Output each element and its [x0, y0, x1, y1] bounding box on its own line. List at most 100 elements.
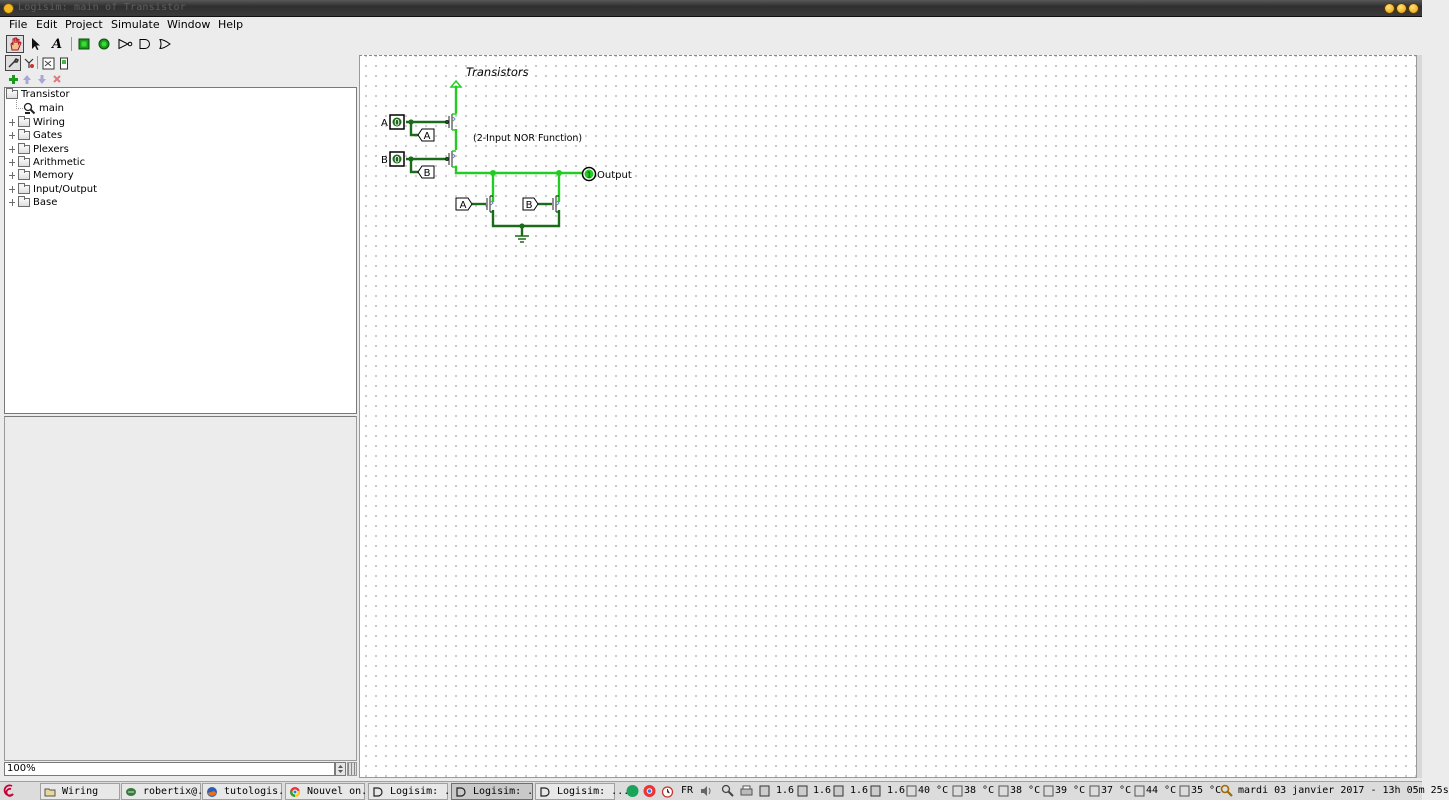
ground-icon[interactable]: [515, 235, 529, 243]
task-button[interactable]: tutologis...: [202, 783, 296, 800]
expand-icon[interactable]: [9, 199, 16, 206]
task-button-active[interactable]: Logisim: ...: [451, 783, 545, 800]
nmos-transistor-a[interactable]: [486, 195, 494, 213]
output-pin[interactable]: 1: [581, 166, 597, 182]
tree-item-main[interactable]: main: [23, 102, 64, 115]
temperature: 38 °C: [1010, 785, 1041, 796]
project-label: Transistor: [21, 89, 70, 100]
move-circuit-up-button[interactable]: [19, 71, 35, 87]
menu-edit[interactable]: Edit: [36, 18, 58, 31]
zoom-field[interactable]: 100%: [4, 762, 335, 776]
add-input-pin-button[interactable]: [76, 36, 92, 52]
folder-icon: [18, 156, 30, 167]
expand-icon[interactable]: [9, 172, 16, 179]
task-button[interactable]: Nouvel on...: [285, 783, 379, 800]
input-pin-b[interactable]: 0: [389, 151, 405, 167]
tree-item-arithmetic[interactable]: Arithmetic: [9, 156, 85, 169]
appearance-icon: [60, 57, 68, 69]
wire-high[interactable]: [454, 86, 588, 202]
terminal-icon: [126, 787, 136, 796]
expand-icon[interactable]: [9, 186, 16, 193]
logisim-icon: [540, 786, 550, 797]
folder-icon: [18, 116, 30, 127]
tree-item-input-output[interactable]: Input/Output: [9, 183, 97, 196]
svg-text:B: B: [424, 168, 431, 179]
magnifier-icon[interactable]: [1220, 784, 1233, 798]
tunnel-b-right[interactable]: B: [417, 165, 435, 179]
output-pin-icon: [98, 38, 110, 50]
tree-item-wiring[interactable]: Wiring: [9, 116, 65, 129]
add-not-gate-button[interactable]: [117, 36, 133, 52]
or-gate-icon: [159, 38, 171, 50]
toolbox-view-button[interactable]: [5, 55, 21, 71]
close-button[interactable]: [1408, 3, 1419, 14]
tree-item-project[interactable]: Transistor: [6, 88, 70, 101]
explorer-tree: Transistor main Wiring Gates Plexers Ari…: [4, 87, 357, 414]
svg-text:1: 1: [586, 171, 591, 180]
menu-simulate[interactable]: Simulate: [111, 18, 160, 31]
circuit-canvas[interactable]: 0 A 0 B A B A B 1 O: [359, 55, 1417, 778]
cpu-freq: 1.6: [887, 785, 906, 796]
tree-item-gates[interactable]: Gates: [9, 129, 62, 142]
minimize-button[interactable]: [1384, 3, 1395, 14]
add-and-gate-button[interactable]: [137, 36, 153, 52]
text-tool-button[interactable]: A: [51, 36, 63, 52]
remove-circuit-button[interactable]: [49, 71, 65, 87]
add-or-gate-button[interactable]: [157, 36, 173, 52]
taskbar: Wiring robertix@... tutologis... Nouvel …: [0, 781, 1449, 800]
task-button[interactable]: robertix@...: [121, 783, 215, 800]
simulation-view-button[interactable]: [21, 55, 37, 71]
debian-menu-icon[interactable]: [3, 783, 17, 799]
input-pin-a[interactable]: 0: [389, 114, 405, 130]
menu-project[interactable]: Project: [65, 18, 103, 31]
thermometer-icon: [1179, 785, 1190, 797]
menu-window[interactable]: Window: [167, 18, 211, 31]
pmos-transistor-b[interactable]: [445, 150, 457, 168]
poke-tool-button[interactable]: [6, 35, 24, 53]
edit-appearance-button[interactable]: [56, 55, 72, 71]
maximize-button[interactable]: [1396, 3, 1407, 14]
zoom-spinner[interactable]: [335, 762, 346, 776]
chrome-icon[interactable]: [643, 784, 656, 798]
move-circuit-down-button[interactable]: [34, 71, 50, 87]
printer-icon[interactable]: [740, 784, 753, 798]
cpu-icon: [797, 785, 808, 797]
task-button[interactable]: Logisim: ...: [535, 783, 629, 800]
volume-icon[interactable]: [700, 784, 713, 798]
tunnel-a-left[interactable]: A: [455, 197, 473, 211]
alarm-clock-icon[interactable]: [661, 784, 674, 798]
circuit-title[interactable]: Transistors: [466, 65, 529, 79]
expand-icon[interactable]: [9, 132, 16, 139]
menu-file[interactable]: File: [9, 18, 28, 31]
menu-help[interactable]: Help: [218, 18, 244, 31]
keyboard-layout[interactable]: FR: [681, 785, 694, 796]
hand-icon: [10, 37, 22, 51]
expand-icon[interactable]: [9, 159, 16, 166]
tree-item-base[interactable]: Base: [9, 196, 57, 209]
power-supply-icon[interactable]: [449, 79, 463, 88]
status-icon[interactable]: [626, 784, 639, 798]
temperature: 38 °C: [964, 785, 995, 796]
temperature: 39 °C: [1055, 785, 1086, 796]
select-tool-button[interactable]: [28, 36, 44, 52]
clock[interactable]: mardi 03 janvier 2017 - 13h 05m 25s: [1238, 785, 1449, 796]
nmos-transistor-b[interactable]: [552, 195, 560, 213]
tree-item-plexers[interactable]: Plexers: [9, 143, 69, 156]
add-output-pin-button[interactable]: [96, 36, 112, 52]
wire-low[interactable]: [406, 120, 561, 236]
task-button[interactable]: Logisim: ...: [368, 783, 462, 800]
cpu-icon: [833, 785, 844, 797]
circuit-description[interactable]: (2-Input NOR Function): [473, 133, 582, 144]
tunnel-b-left[interactable]: B: [522, 197, 539, 211]
expand-icon[interactable]: [9, 119, 16, 126]
tunnel-a-right[interactable]: A: [417, 128, 435, 142]
edit-layout-button[interactable]: [40, 55, 56, 71]
add-circuit-button[interactable]: [5, 71, 21, 87]
task-button[interactable]: Wiring: [40, 783, 120, 800]
search-icon[interactable]: [721, 784, 734, 798]
canvas-scrollbar[interactable]: [1417, 55, 1422, 778]
tree-item-memory[interactable]: Memory: [9, 169, 74, 182]
pmos-transistor-a[interactable]: [445, 113, 457, 131]
expand-icon[interactable]: [9, 146, 16, 153]
grid-toggle-button[interactable]: [347, 762, 357, 776]
